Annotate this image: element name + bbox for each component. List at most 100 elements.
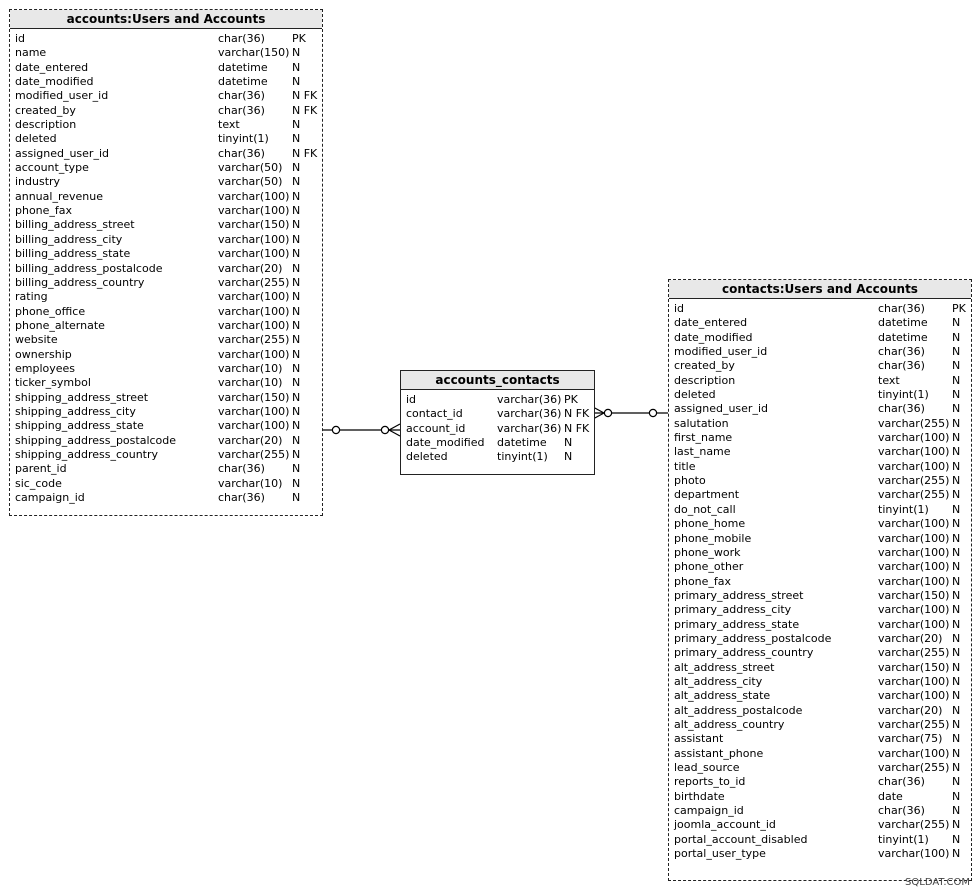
column-type: varchar(20) xyxy=(878,631,943,645)
column-name: portal_account_disabled xyxy=(674,832,808,846)
column-type: varchar(50) xyxy=(218,175,283,189)
column-name: ownership xyxy=(15,347,72,361)
column-type: varchar(100) xyxy=(878,689,950,703)
column-type: date xyxy=(878,789,903,803)
column-flags: N xyxy=(292,433,301,447)
column-name: primary_address_city xyxy=(674,603,792,617)
column-name: assistant_phone xyxy=(674,746,764,760)
column-flags: N xyxy=(952,517,961,531)
column-flags: N xyxy=(952,732,961,746)
column-name: primary_address_postalcode xyxy=(674,631,832,645)
column-flags: N xyxy=(952,445,961,459)
column-name: created_by xyxy=(15,103,76,117)
column-type: char(36) xyxy=(878,402,925,416)
column-type: varchar(100) xyxy=(218,404,290,418)
column-flags: N xyxy=(292,132,301,146)
column-type: datetime xyxy=(218,60,268,74)
column-type: varchar(20) xyxy=(218,433,283,447)
column-name: reports_to_id xyxy=(674,775,746,789)
